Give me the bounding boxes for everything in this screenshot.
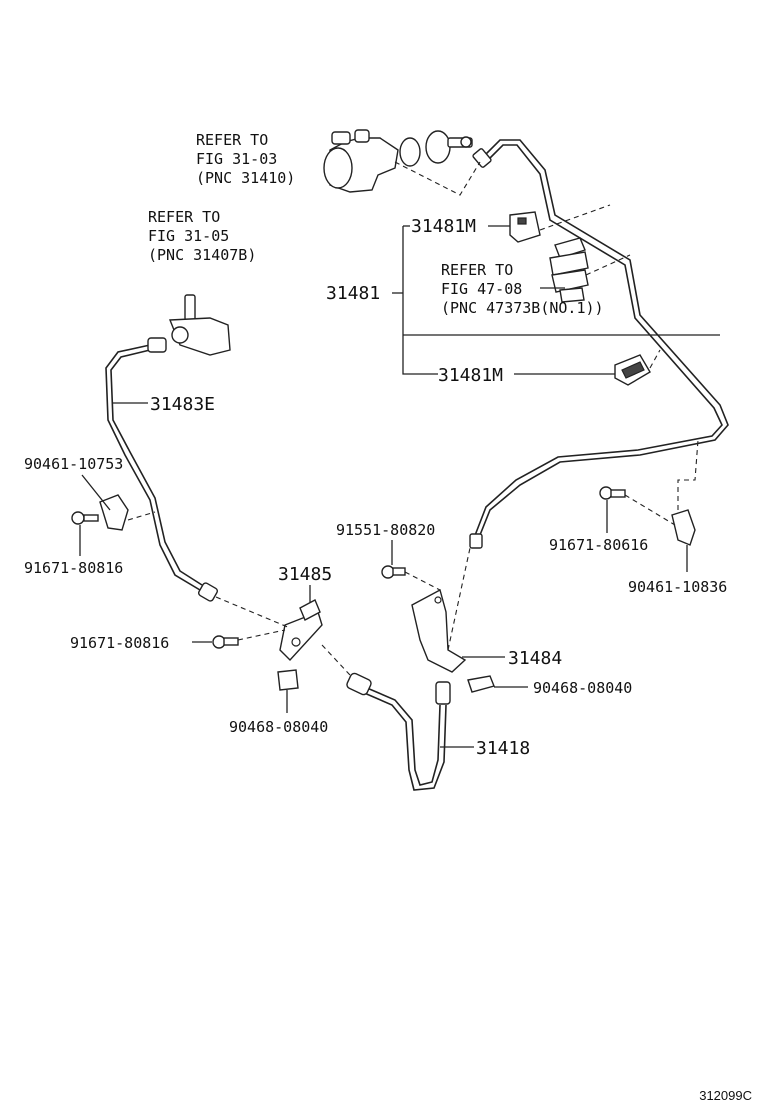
bracket-90461-10836 — [599, 486, 696, 546]
diagram-code: 312099C — [699, 1088, 752, 1103]
label-31484: 31484 — [508, 648, 562, 669]
refer-31-03-line2: FIG 31-03 — [196, 150, 277, 168]
refer-31-05-line1: REFER TO — [148, 208, 220, 226]
clip-90468-08040-right — [467, 675, 495, 693]
refer-47-08-line2: FIG 47-08 — [441, 280, 522, 298]
label-90461-10836: 90461-10836 — [628, 578, 727, 596]
clamp-31481m-bottom — [614, 354, 651, 386]
label-31481m-top: 31481M — [411, 216, 476, 237]
label-90468-08040-left: 90468-08040 — [229, 718, 328, 736]
label-90468-08040-right: 90468-08040 — [533, 679, 632, 697]
clutch-master-cylinder — [323, 129, 473, 193]
label-91671-80816-left: 91671-80816 — [24, 559, 123, 577]
label-31481: 31481 — [326, 283, 380, 304]
refer-note-fig-31-05: REFER TO FIG 31-05 (PNC 31407B) — [148, 208, 256, 264]
left-clutch-pipe-31483e — [105, 344, 203, 591]
clutch-release-fitting — [147, 294, 231, 356]
refer-31-03-line3: (PNC 31410) — [196, 169, 295, 187]
master-cylinder-pipe-fitting — [472, 148, 492, 168]
label-31485: 31485 — [278, 564, 332, 585]
refer-31-05-line2: FIG 31-05 — [148, 227, 229, 245]
refer-47-08-line1: REFER TO — [441, 261, 513, 279]
label-91551-80820: 91551-80820 — [336, 521, 435, 539]
hose-fittings — [346, 533, 483, 705]
refer-note-fig-31-03: REFER TO FIG 31-03 (PNC 31410) — [196, 131, 295, 187]
clip-90468-08040-left — [277, 669, 299, 691]
refer-31-05-line3: (PNC 31407B) — [148, 246, 256, 264]
clamp-31481m-top — [509, 211, 541, 243]
label-31481m-bottom: 31481M — [438, 365, 503, 386]
label-91671-80616: 91671-80616 — [549, 536, 648, 554]
label-31483e: 31483E — [150, 394, 215, 415]
refer-note-fig-47-08: REFER TO FIG 47-08 (PNC 47373B(NO.1)) — [441, 261, 604, 317]
bracket-31484 — [381, 565, 467, 673]
label-91671-80816-mid: 91671-80816 — [70, 634, 169, 652]
dashed-alignment-lines — [127, 161, 699, 676]
refer-31-03-line1: REFER TO — [196, 131, 268, 149]
main-clutch-pipe — [473, 139, 729, 541]
clip-47373b — [549, 237, 589, 303]
flexible-hose-31418 — [359, 684, 447, 791]
left-pipe-end-fitting — [197, 582, 219, 602]
bracket-31485 — [212, 599, 323, 662]
bracket-90461-10753 — [71, 494, 129, 531]
label-31418: 31418 — [476, 738, 530, 759]
label-90461-10753: 90461-10753 — [24, 455, 123, 473]
refer-47-08-line3: (PNC 47373B(NO.1)) — [441, 299, 604, 317]
leader-lines — [79, 225, 720, 748]
